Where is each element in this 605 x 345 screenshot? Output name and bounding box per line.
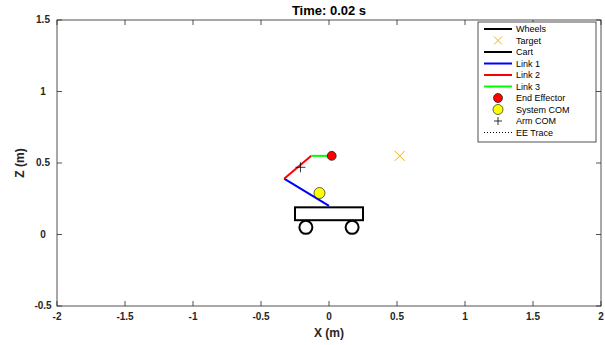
legend-entry: End Effector (516, 94, 565, 103)
tick-label: 1 (40, 87, 46, 97)
x-tick (465, 20, 466, 25)
tick-label: 0 (326, 312, 332, 322)
x-tick (261, 301, 262, 306)
legend-entry: Link 2 (516, 71, 540, 80)
legend-line-sample (484, 28, 512, 30)
legend-line-sample (484, 74, 512, 76)
x-tick (465, 301, 466, 306)
x-tick (397, 20, 398, 25)
legend-line-sample (484, 132, 512, 133)
legend-entry: Link 1 (516, 59, 540, 68)
legend-line-sample (484, 63, 512, 65)
tick-label: 2 (598, 312, 604, 322)
x-tick (533, 301, 534, 306)
tick-label: 1.5 (526, 312, 540, 322)
axis-label: X (m) (314, 327, 344, 339)
link-3 (311, 155, 329, 157)
legend-samples (484, 29, 512, 133)
x-tick (125, 301, 126, 306)
legend-entry: Link 3 (516, 82, 540, 91)
legend-entry: Target (516, 36, 541, 45)
legend-marker-sample (494, 94, 503, 103)
wheel (346, 221, 359, 234)
z-tick (57, 234, 62, 235)
x-tick (57, 301, 58, 306)
arm-com (295, 162, 305, 172)
z-tick (596, 20, 601, 21)
tick-label: -1 (189, 312, 198, 322)
axis-label: Z (m) (14, 148, 26, 177)
legend-line-sample (484, 51, 512, 53)
cart-body (295, 207, 363, 220)
z-tick (57, 163, 62, 164)
legend-entry: EE Trace (516, 128, 553, 137)
link-1 (284, 179, 329, 206)
wheel (299, 221, 312, 234)
x-tick (329, 301, 330, 306)
z-tick (596, 306, 601, 307)
tick-label: 1.5 (36, 15, 50, 25)
z-tick (57, 20, 62, 21)
tick-label: 0.5 (390, 312, 404, 322)
x-tick (329, 20, 330, 25)
end-effector (327, 151, 336, 160)
tick-label: 0 (40, 230, 46, 240)
x-tick (125, 20, 126, 25)
link-2 (284, 156, 311, 179)
tick-label: 0.5 (36, 158, 50, 168)
legend-box (478, 22, 596, 142)
legend-entry: Wheels (516, 25, 546, 34)
chart-title: Time: 0.02 s (292, 4, 366, 17)
legend-entry: System COM (516, 105, 570, 114)
z-tick (57, 91, 62, 92)
z-tick (596, 234, 601, 235)
x-tick (193, 20, 194, 25)
legend-entry: Arm COM (516, 117, 556, 126)
axes-box (57, 20, 601, 306)
target-marker (395, 151, 405, 161)
tick-label: -2 (53, 312, 62, 322)
x-tick (601, 301, 602, 306)
legend-marker-sample (494, 37, 502, 45)
legend-marker-sample (494, 117, 502, 125)
x-tick (57, 20, 58, 25)
tick-label: 1 (462, 312, 468, 322)
x-tick (601, 20, 602, 25)
system-com (314, 188, 325, 199)
legend-entry: Cart (516, 48, 533, 57)
z-tick (57, 306, 62, 307)
z-tick (596, 163, 601, 164)
x-tick (193, 301, 194, 306)
x-tick (261, 20, 262, 25)
tick-label: -0.5 (252, 312, 269, 322)
legend-marker-sample (493, 105, 503, 115)
tick-label: -1.5 (116, 312, 133, 322)
tick-label: -0.5 (34, 301, 51, 311)
x-tick (397, 301, 398, 306)
z-tick (596, 91, 601, 92)
legend-line-sample (484, 86, 512, 88)
robot-illustration (284, 151, 405, 234)
